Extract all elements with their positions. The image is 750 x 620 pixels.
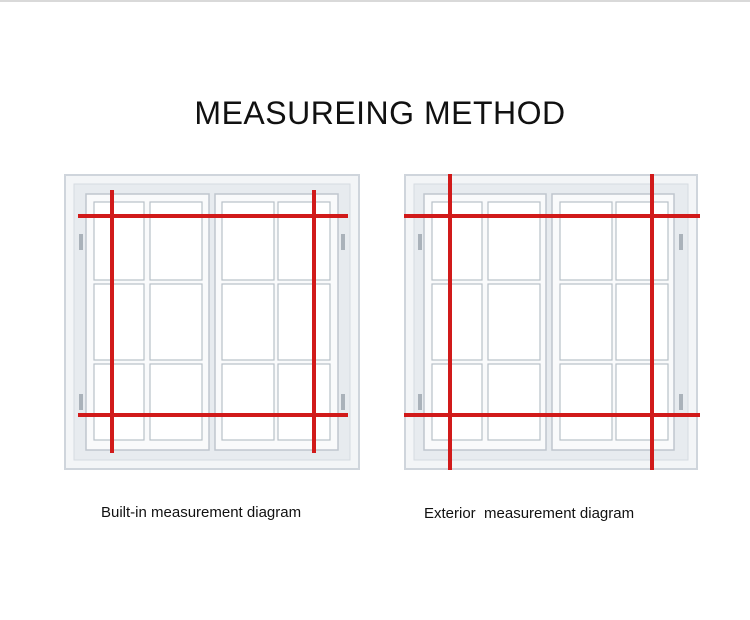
built-in-measure-lines xyxy=(78,190,348,453)
hinge-left-top xyxy=(418,234,422,250)
hinge-left-top xyxy=(79,234,83,250)
built-in-caption: Built-in measurement diagram xyxy=(101,504,302,521)
hinge-right-bottom xyxy=(341,394,345,410)
hinge-right-top xyxy=(341,234,345,250)
built-in-window-figure xyxy=(64,174,360,470)
hinge-left-bottom xyxy=(418,394,422,410)
page-title: MEASUREING METHOD xyxy=(194,95,566,131)
exterior-window-figure xyxy=(404,174,700,470)
exterior-caption: Exterior measurement diagram xyxy=(424,505,635,522)
right-sash-panes xyxy=(221,201,331,441)
hinge-right-top xyxy=(679,234,683,250)
exterior-measure-lines xyxy=(404,174,700,470)
top-divider xyxy=(0,0,750,2)
exterior-diagram xyxy=(404,174,704,474)
hinge-right-bottom xyxy=(679,394,683,410)
hinge-left-bottom xyxy=(79,394,83,410)
built-in-diagram xyxy=(64,174,364,474)
